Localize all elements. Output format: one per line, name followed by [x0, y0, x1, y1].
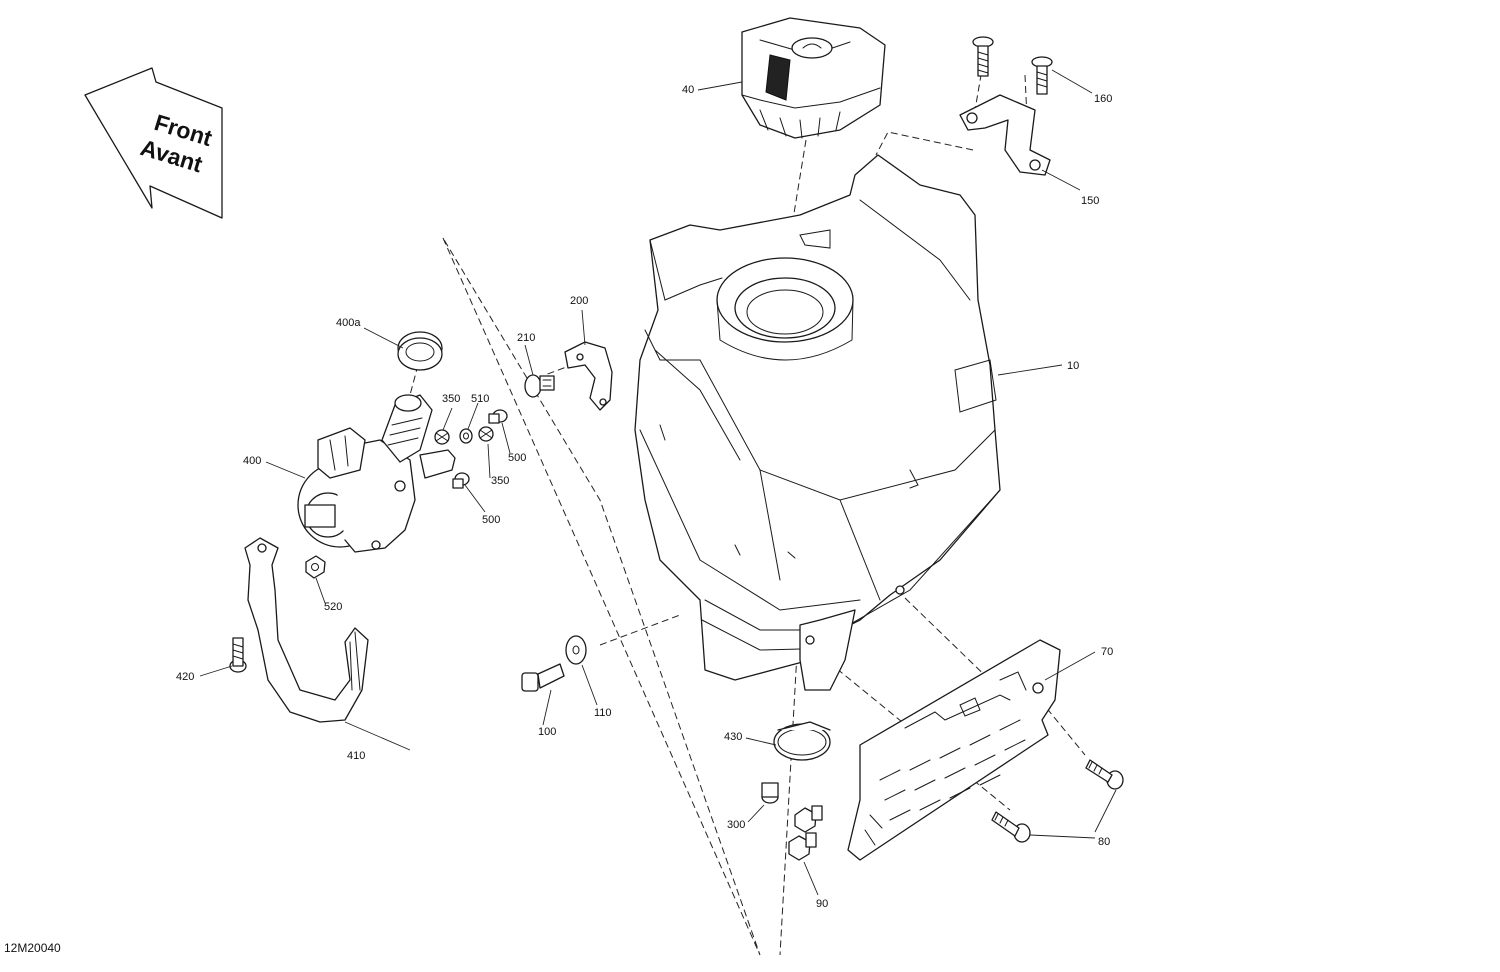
- screw-500-lower: [452, 472, 470, 489]
- callout-430: 430: [724, 731, 742, 743]
- front-direction-arrow: Front Avant: [84, 67, 223, 219]
- callout-510: 510: [471, 393, 489, 405]
- bolt-90: [788, 805, 823, 861]
- leader-lines: [199, 69, 1117, 896]
- screw-500-upper: [488, 409, 508, 424]
- clamp-350-lower: [478, 426, 494, 442]
- callout-80: 80: [1098, 836, 1110, 848]
- fuel-tank: [634, 154, 1001, 691]
- bracket-150: [959, 94, 1051, 176]
- callout-410: 410: [347, 750, 365, 762]
- skid-plate-70: [847, 639, 1061, 861]
- fuel-pump-400: [297, 394, 456, 553]
- callout-350-lower: 350: [491, 475, 509, 487]
- washer-510: [459, 428, 473, 444]
- callout-210: 210: [517, 332, 535, 344]
- diagram-reference-number: 12M20040: [4, 941, 61, 955]
- callout-200: 200: [570, 295, 588, 307]
- seal-ring-400a: [397, 331, 443, 371]
- callout-400: 400: [243, 455, 261, 467]
- bracket-200: [564, 341, 613, 411]
- clamp-430: [773, 721, 831, 761]
- screw-80-upper: [1085, 759, 1124, 790]
- screw-420: [229, 637, 247, 673]
- clamp-350-upper: [434, 429, 450, 445]
- callout-400a: 400a: [336, 317, 361, 329]
- callout-500-upper: 500: [508, 452, 526, 464]
- callout-40: 40: [682, 84, 694, 96]
- screw-80-lower: [991, 811, 1031, 843]
- washer-110: [565, 635, 587, 665]
- callout-70: 70: [1101, 646, 1113, 658]
- callout-labels: 10 40 70 80 90 100 110 150 160 200 210 3…: [176, 84, 1113, 910]
- callout-150: 150: [1081, 195, 1099, 207]
- callout-520: 520: [324, 601, 342, 613]
- callout-500-lower: 500: [482, 514, 500, 526]
- clip-300: [761, 782, 779, 804]
- callout-350-upper: 350: [442, 393, 460, 405]
- callout-100: 100: [538, 726, 556, 738]
- bolt-100: [521, 663, 565, 692]
- callout-160: 160: [1094, 93, 1112, 105]
- fuel-cap: [741, 17, 886, 139]
- callout-90: 90: [816, 898, 828, 910]
- callout-110: 110: [594, 707, 612, 719]
- strap-410: [244, 537, 369, 723]
- nut-520: [305, 555, 326, 579]
- screw-160: [972, 36, 1053, 95]
- callout-10: 10: [1067, 360, 1079, 372]
- callout-300: 300: [727, 819, 745, 831]
- screw-210: [524, 374, 555, 398]
- callout-420: 420: [176, 671, 194, 683]
